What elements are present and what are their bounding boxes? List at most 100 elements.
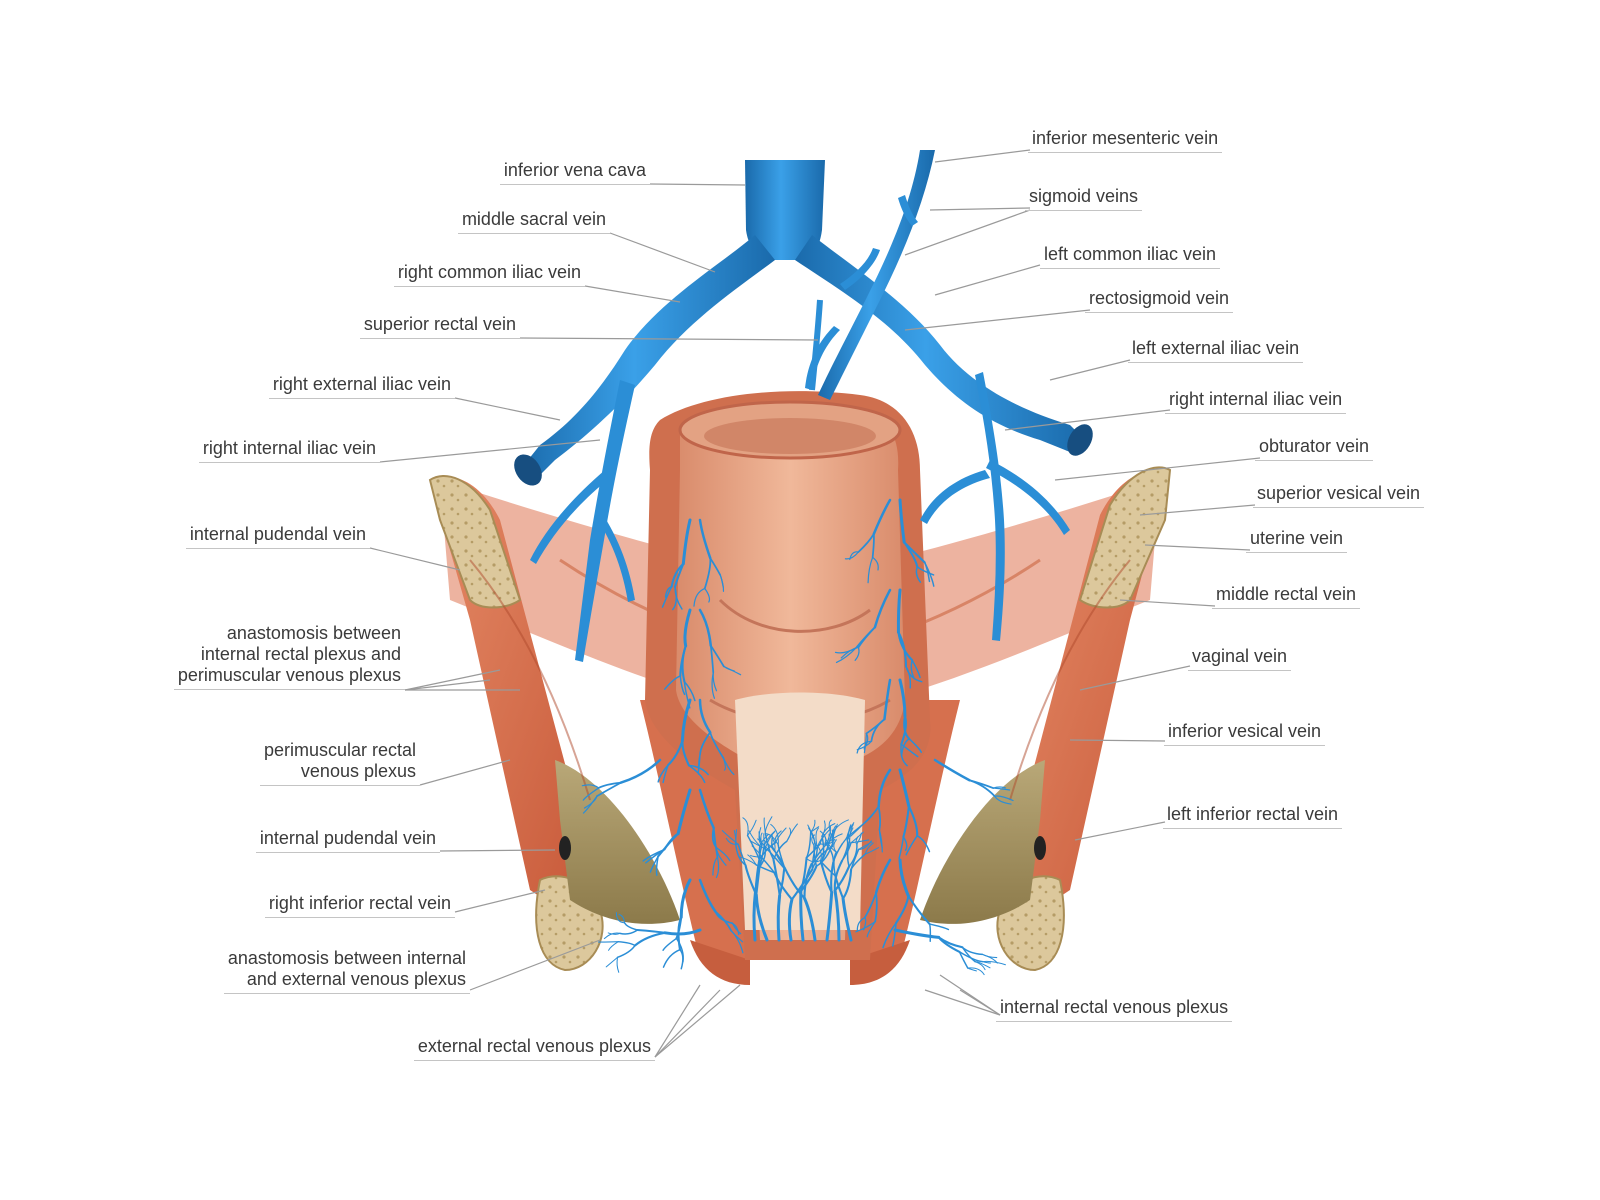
label-line: inferior vesical vein [1168, 721, 1322, 741]
plexus-vessel [786, 823, 798, 842]
plexus-vessel [834, 874, 845, 900]
plexus-vessel [992, 786, 1006, 789]
plexus-vessel [661, 585, 673, 608]
plexus-vessel [982, 960, 1006, 966]
label-right-common-iliac-vein: right common iliac vein [393, 262, 585, 287]
plexus-vessel [760, 856, 776, 874]
label-left-external-iliac-vein: left external iliac vein [1128, 338, 1304, 363]
label-line: internal pudendal vein [259, 828, 436, 848]
plexus-vessel [704, 587, 711, 603]
plexus-vessel [900, 743, 919, 758]
plexus-vessel [688, 764, 709, 776]
plexus-vessel [893, 928, 941, 939]
plexus-vessel [915, 566, 922, 583]
label-internal-pudendal-vein-lower: internal pudendal vein [255, 828, 440, 853]
plexus-vessel [824, 833, 830, 844]
label-line: perimuscular venous plexus [177, 665, 401, 685]
label-superior-rectal-vein: superior rectal vein [359, 314, 520, 339]
plexus-vessel [815, 842, 834, 867]
plexus-vessel [863, 892, 877, 919]
label-line: anastomosis between [226, 623, 401, 643]
label-sigmoid-veins: sigmoid veins [1025, 186, 1143, 211]
plexus-vessel [900, 714, 907, 746]
plexus-vessel [679, 948, 684, 970]
plexus-vessel [642, 848, 666, 862]
plexus-vessel [872, 498, 892, 536]
plexus-vessel [619, 929, 639, 935]
plexus-vessel [903, 541, 926, 564]
left-pelvic-wall [428, 475, 680, 972]
plexus-vessel [709, 731, 725, 760]
plexus-vessel [693, 587, 706, 607]
label-right-inferior-rectal-vein: right inferior rectal vein [264, 893, 455, 918]
label-inferior-vesical-vein: inferior vesical vein [1164, 721, 1326, 746]
plexus-vessel [764, 816, 773, 835]
plexus-vessel [895, 894, 910, 925]
plexus-vessel [715, 856, 720, 879]
plexus-vessel [698, 698, 712, 734]
plexus-vessel [864, 842, 874, 855]
plexus-vessel [616, 956, 620, 973]
plexus-vessel [699, 731, 712, 756]
plexus-vessel [711, 671, 716, 699]
plexus-vessel [902, 805, 910, 839]
label-inferior-vena-cava: inferior vena cava [499, 160, 650, 185]
plexus-vessel [805, 857, 821, 863]
plexus-vessel [850, 839, 870, 844]
plexus-vessel [698, 518, 712, 560]
plexus-vessel [850, 848, 860, 871]
right-pelvic-wall [920, 466, 1172, 972]
plexus-vessel [617, 940, 636, 947]
plexus-vessel [846, 822, 855, 841]
plexus-vessel [833, 865, 851, 892]
label-right-internal-iliac-vein-right: right internal iliac vein [1165, 389, 1347, 414]
plexus-vessel [863, 732, 869, 750]
plexus-vessel [854, 646, 860, 661]
plexus-vessel [856, 740, 872, 754]
plexus-vessel [616, 944, 636, 959]
label-line: right internal iliac vein [1169, 389, 1343, 409]
plexus-vessel [825, 890, 834, 942]
plexus-vessel [877, 805, 882, 831]
plexus-vessel [737, 843, 747, 866]
plexus-vessel [864, 847, 880, 855]
plexus-vessel [773, 849, 786, 869]
rectum [645, 391, 931, 960]
plexus-vessel [749, 840, 770, 852]
label-line: internal rectal venous plexus [1000, 997, 1229, 1017]
label-line: left external iliac vein [1132, 338, 1300, 358]
plexus-vessel [882, 922, 897, 949]
plexus-vessel [755, 866, 761, 896]
plexus-vessel [722, 757, 735, 776]
label-internal-pudendal-vein-upper: internal pudendal vein [185, 524, 370, 549]
label-middle-rectal-vein: middle rectal vein [1212, 584, 1361, 609]
label-line: superior vesical vein [1257, 483, 1421, 503]
plexus-vessel [844, 551, 860, 560]
plexus-vessel [872, 556, 879, 571]
label-line: right inferior rectal vein [268, 893, 451, 913]
plexus-vessel [799, 856, 808, 893]
plexus-vessel [994, 795, 1014, 802]
plexus-vessel [982, 961, 992, 964]
plexus-vessel [773, 871, 793, 901]
plexus-vessel [663, 675, 682, 690]
plexus-vessel [662, 948, 681, 968]
plexus-vessel [715, 847, 731, 862]
plexus-vessel [742, 817, 749, 836]
plexus-vessel [862, 805, 880, 825]
plexus-vessel [757, 838, 770, 852]
label-line: internal pudendal vein [189, 524, 366, 544]
venous-plexus-network [581, 498, 1014, 976]
plexus-vessel [897, 631, 914, 662]
plexus-vessel [815, 827, 819, 848]
plexus-vessel [698, 878, 717, 913]
plexus-vessel [916, 835, 931, 853]
plexus-vessel [714, 910, 734, 925]
label-line: rectosigmoid vein [1089, 288, 1230, 308]
plexus-vessel [783, 866, 806, 900]
plexus-vessel [679, 878, 692, 919]
plexus-vessel [928, 923, 950, 931]
plexus-vessel [712, 827, 719, 859]
plexus-vessel [730, 930, 744, 954]
